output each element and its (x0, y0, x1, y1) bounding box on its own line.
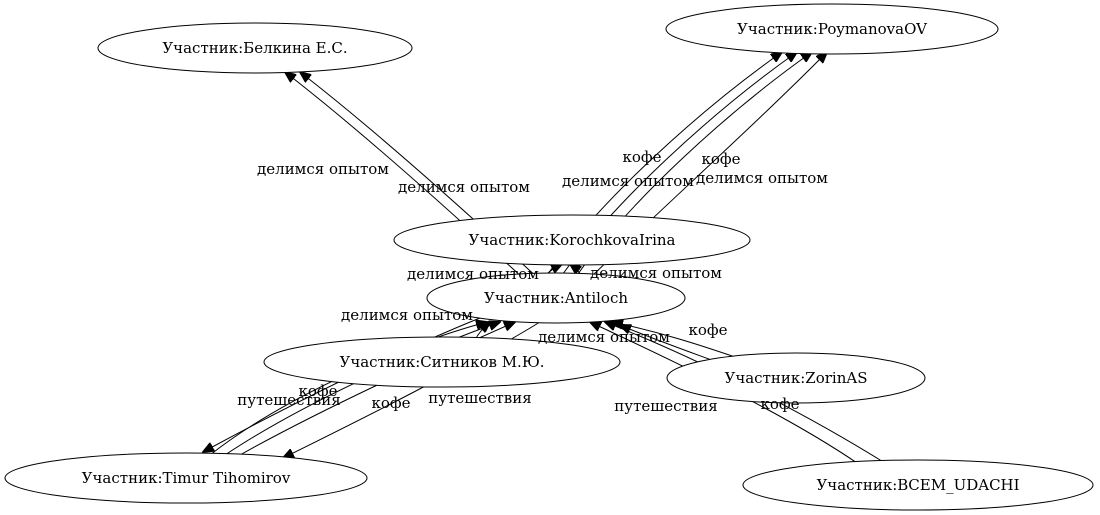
node-timur-label: Участник:Timur Tihomirov (82, 469, 291, 487)
node-belkina-label: Участник:Белкина Е.С. (162, 39, 347, 57)
edge-label: кофе (688, 321, 727, 339)
node-belkina[interactable]: Участник:Белкина Е.С. (97, 22, 413, 74)
edge-label: кофе (622, 148, 661, 166)
node-korochkova-label: Участник:KorochkovaIrina (469, 231, 676, 249)
node-korochkova[interactable]: Участник:KorochkovaIrina (393, 214, 751, 266)
edge-label: делимся опытом (696, 169, 828, 187)
edge-label: делимся опытом (257, 160, 389, 178)
node-antiloch[interactable]: Участник:Antiloch (426, 272, 686, 324)
node-zorin[interactable]: Участник:ZorinAS (666, 352, 926, 404)
node-timur[interactable]: Участник:Timur Tihomirov (4, 452, 368, 504)
edge-label: кофе (371, 394, 410, 412)
edge-label: кофе (298, 382, 337, 400)
edge-label: делимся опытом (538, 328, 670, 346)
node-poymanova-label: Участник:PoymanovaOV (737, 20, 928, 38)
node-antiloch-ellipse (426, 272, 686, 324)
node-antiloch-label: Участник:Antiloch (484, 289, 628, 307)
node-belkina-ellipse (97, 22, 413, 74)
node-vsem-udachi-label: Участник:ВСЕМ_UDACHI (816, 476, 1019, 494)
edge-label: делимся опытом (398, 178, 530, 196)
edge-label: кофе (760, 395, 799, 413)
edge-label: кофе (701, 150, 740, 168)
edge-label: путешествия (614, 397, 717, 415)
node-vsem-udachi[interactable]: Участник:ВСЕМ_UDACHI (742, 459, 1094, 511)
node-timur-ellipse (4, 452, 368, 504)
edge-label: делимся опытом (590, 264, 722, 282)
node-sitnikov-ellipse (263, 336, 621, 388)
edge-label: путешествия (237, 391, 340, 409)
edge-label: делимся опытом (341, 306, 473, 324)
edge-labels: делимся опытом делимся опытом кофе делим… (237, 148, 828, 415)
edge-label: делимся опытом (407, 265, 539, 283)
node-korochkova-ellipse (393, 214, 751, 266)
node-sitnikov[interactable]: Участник:Ситников М.Ю. (263, 336, 621, 388)
node-poymanova-ellipse (665, 3, 999, 55)
edge-label: путешествия (428, 389, 531, 407)
node-zorin-ellipse (666, 352, 926, 404)
node-zorin-label: Участник:ZorinAS (724, 369, 867, 387)
node-sitnikov-label: Участник:Ситников М.Ю. (339, 353, 544, 371)
node-poymanova[interactable]: Участник:PoymanovaOV (665, 3, 999, 55)
edge-label: делимся опытом (562, 172, 694, 190)
node-vsem-udachi-ellipse (742, 459, 1094, 511)
